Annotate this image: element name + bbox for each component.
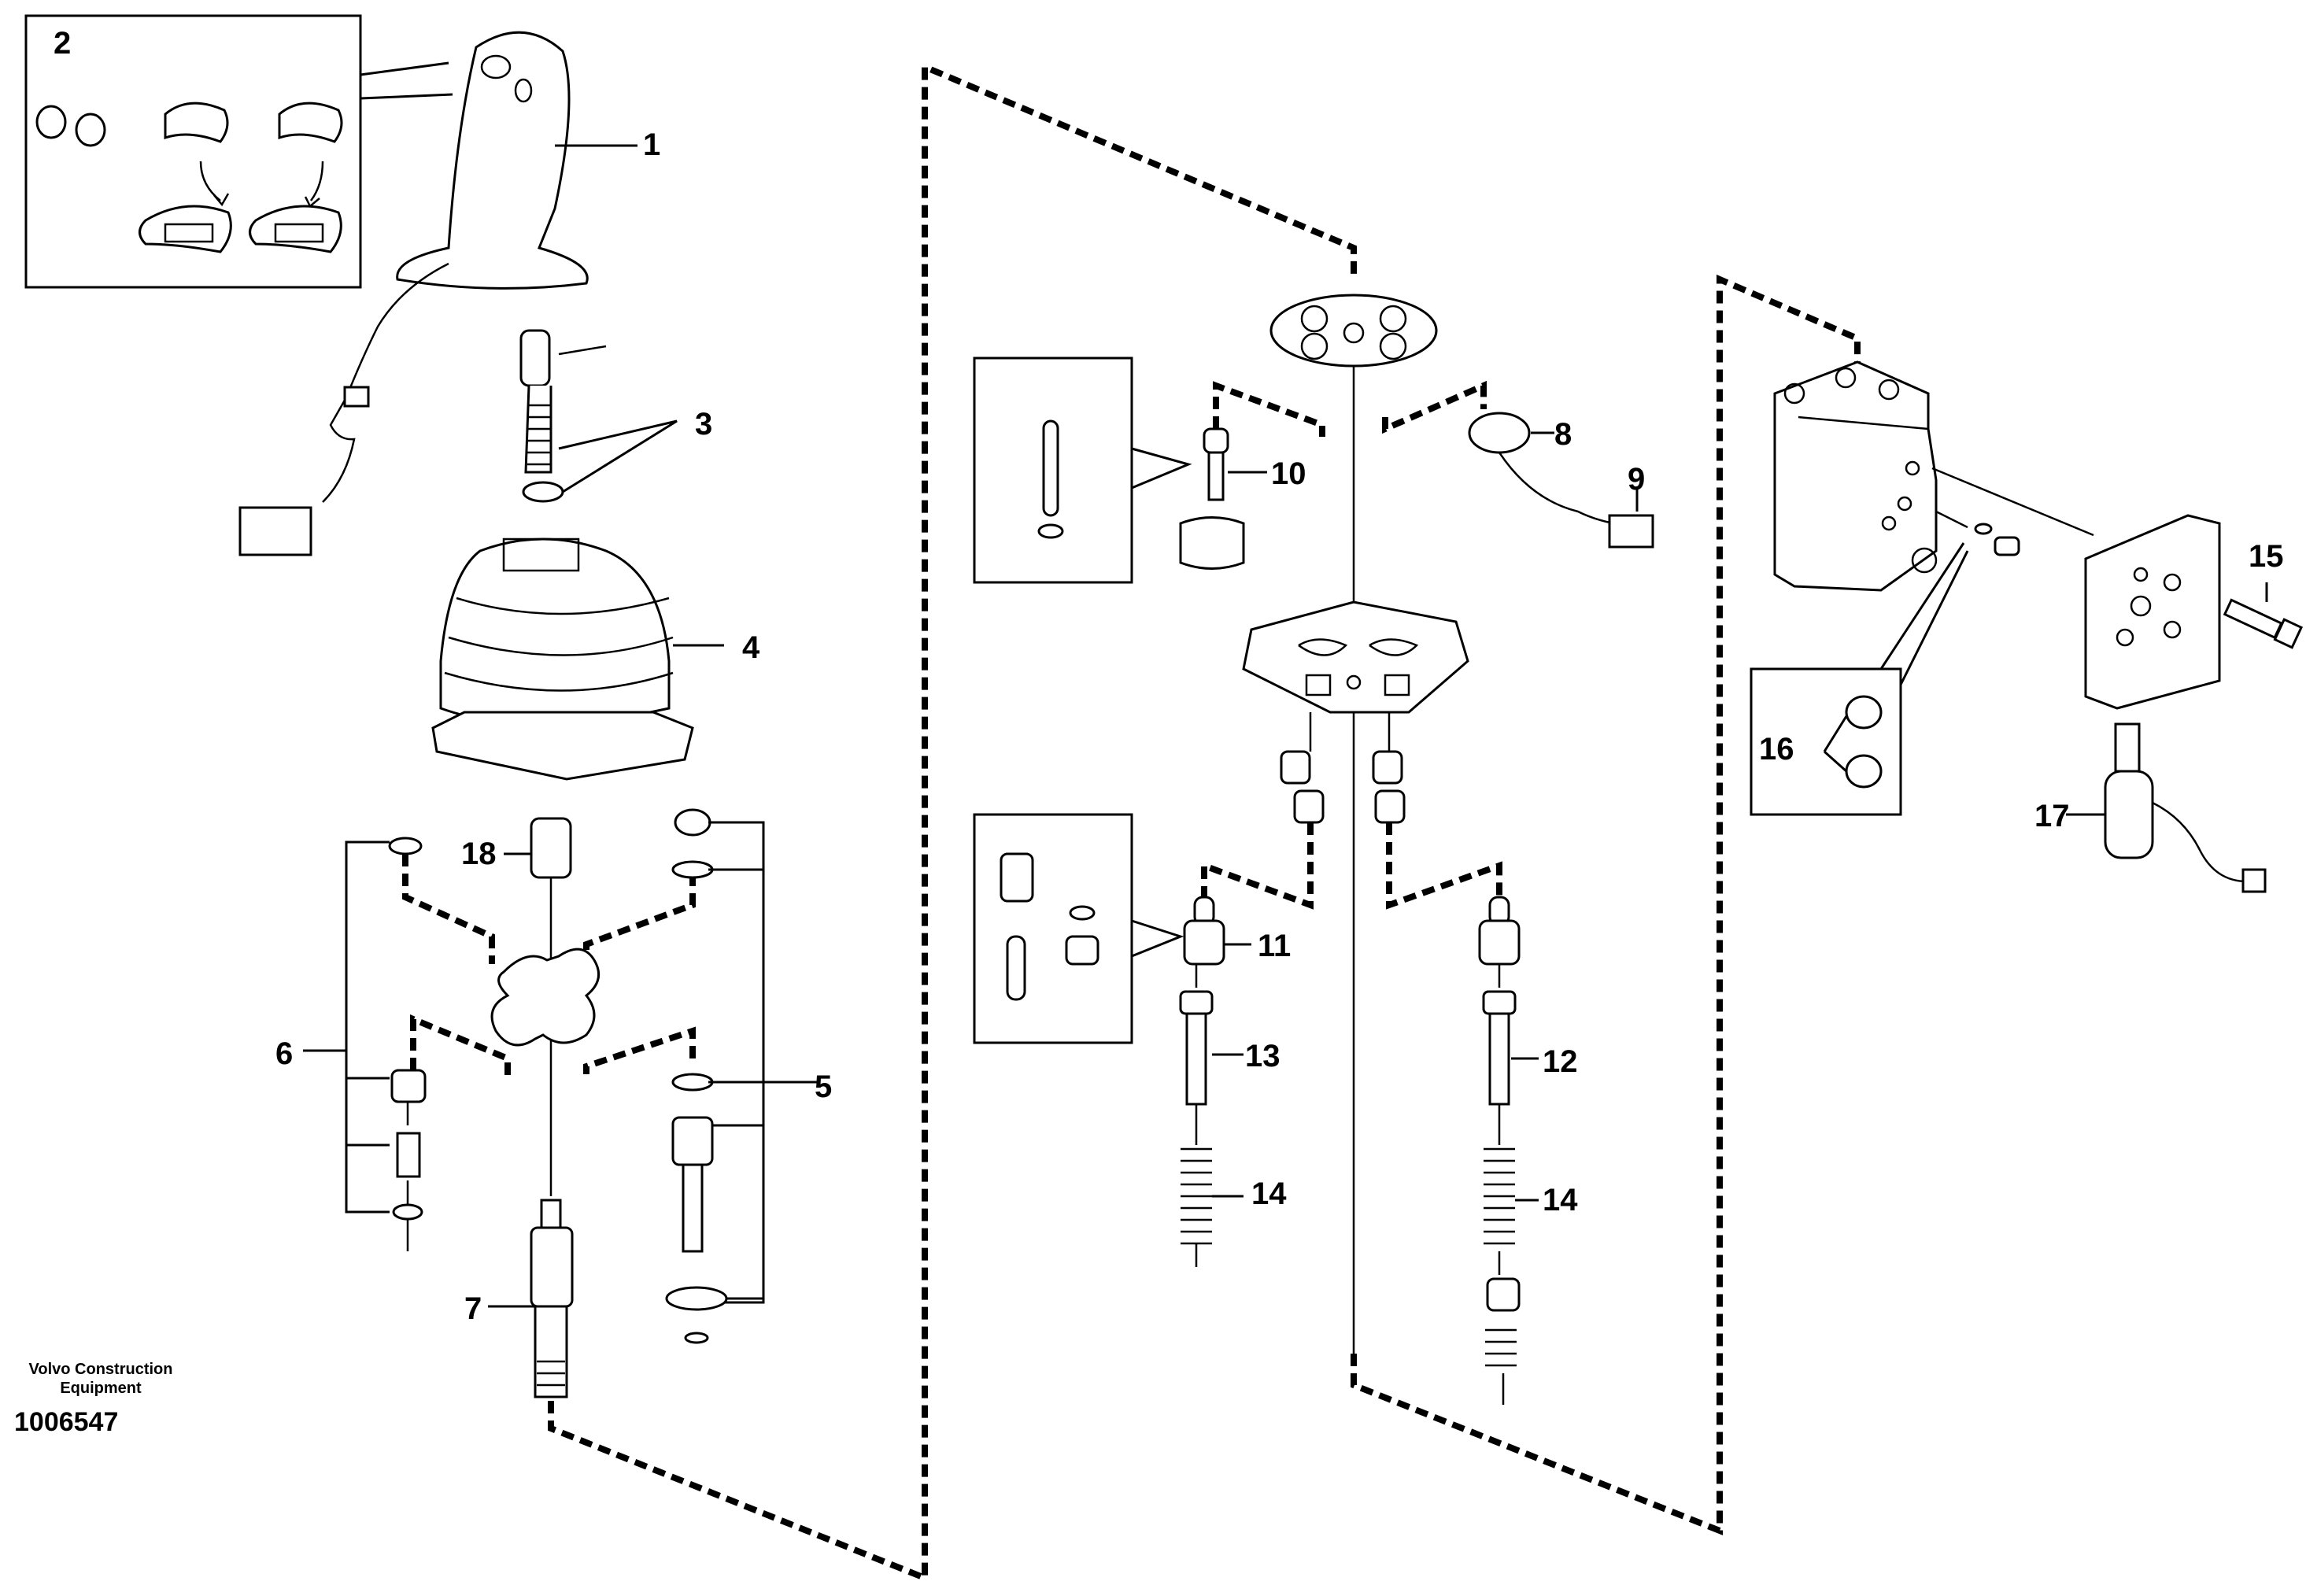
mounting-plate: [490, 948, 601, 1047]
valve-link-lines: [1931, 467, 2094, 537]
detail-box-11: [973, 813, 1184, 1044]
part-label-6: 6: [275, 1036, 293, 1071]
part-4-rubber-boot: [431, 538, 724, 781]
manufacturer-name: Volvo Construction Equipment: [28, 1361, 173, 1397]
part-label-3: 3: [695, 407, 712, 441]
part-11-13-14-column: [1179, 896, 1251, 1267]
diagram-caption: Volvo Construction Equipment 1006547: [14, 1360, 187, 1438]
detail-box-16: [1750, 542, 1969, 816]
part-3-shaft: [519, 329, 678, 503]
part-5-group: [665, 808, 819, 1344]
part-label-9: 9: [1628, 462, 1645, 497]
part-1-joystick-handle: [238, 31, 637, 556]
part-label-11: 11: [1258, 929, 1291, 963]
dashed-link-left-1: [402, 854, 495, 964]
dashed-link-left-2: [583, 874, 696, 956]
dashed-link-8: [1382, 380, 1487, 434]
part-label-15: 15: [2249, 539, 2284, 574]
part-label-18: 18: [461, 837, 497, 871]
valve-block: [1773, 360, 1938, 592]
housing-plate: [1242, 600, 1469, 714]
dashed-link-11: [1201, 822, 1314, 910]
part-label-4: 4: [742, 630, 760, 665]
part-label-14-right: 14: [1543, 1183, 1578, 1217]
part-label-7: 7: [464, 1291, 482, 1326]
detail-box-10: [973, 357, 1192, 584]
drawing-number: 1006547: [14, 1407, 119, 1437]
part-8-9-sensor: [1468, 412, 1654, 549]
dashed-link-left-3: [410, 1014, 511, 1082]
dashed-boundary-main: [548, 61, 1357, 1583]
dashed-link-10: [1213, 381, 1325, 449]
part-label-1: 1: [643, 127, 660, 162]
part-label-12: 12: [1543, 1044, 1578, 1079]
top-plate: [1269, 294, 1438, 368]
part-6-group: [303, 837, 427, 1251]
housing-plate-details: [1298, 638, 1419, 696]
dashed-link-left-4: [583, 1026, 696, 1074]
plungers-left: [1280, 712, 1325, 824]
dashed-boundary-right: [1351, 274, 1861, 1535]
top-plate-holes: [1300, 305, 1407, 360]
part-label-10: 10: [1271, 456, 1306, 491]
part-12-14-column: [1478, 896, 1539, 1405]
part-15-bolt: [2223, 582, 2304, 649]
part-7-universal-joint: [488, 1199, 574, 1398]
part-label-8: 8: [1554, 417, 1572, 452]
part-label-13: 13: [1245, 1039, 1280, 1073]
part-label-14-left: 14: [1251, 1177, 1287, 1211]
part-16-seals: [1974, 523, 2020, 556]
detail-box-2: [24, 14, 453, 289]
plungers-right: [1372, 712, 1406, 824]
part-label-17: 17: [2034, 799, 2070, 833]
dashed-link-12: [1386, 822, 1502, 910]
part-10-pin: [1179, 427, 1267, 570]
part-17-solenoid-block: [2066, 514, 2267, 893]
part-label-5: 5: [815, 1070, 832, 1104]
part-label-2: 2: [54, 26, 71, 61]
part-label-16: 16: [1759, 732, 1794, 767]
